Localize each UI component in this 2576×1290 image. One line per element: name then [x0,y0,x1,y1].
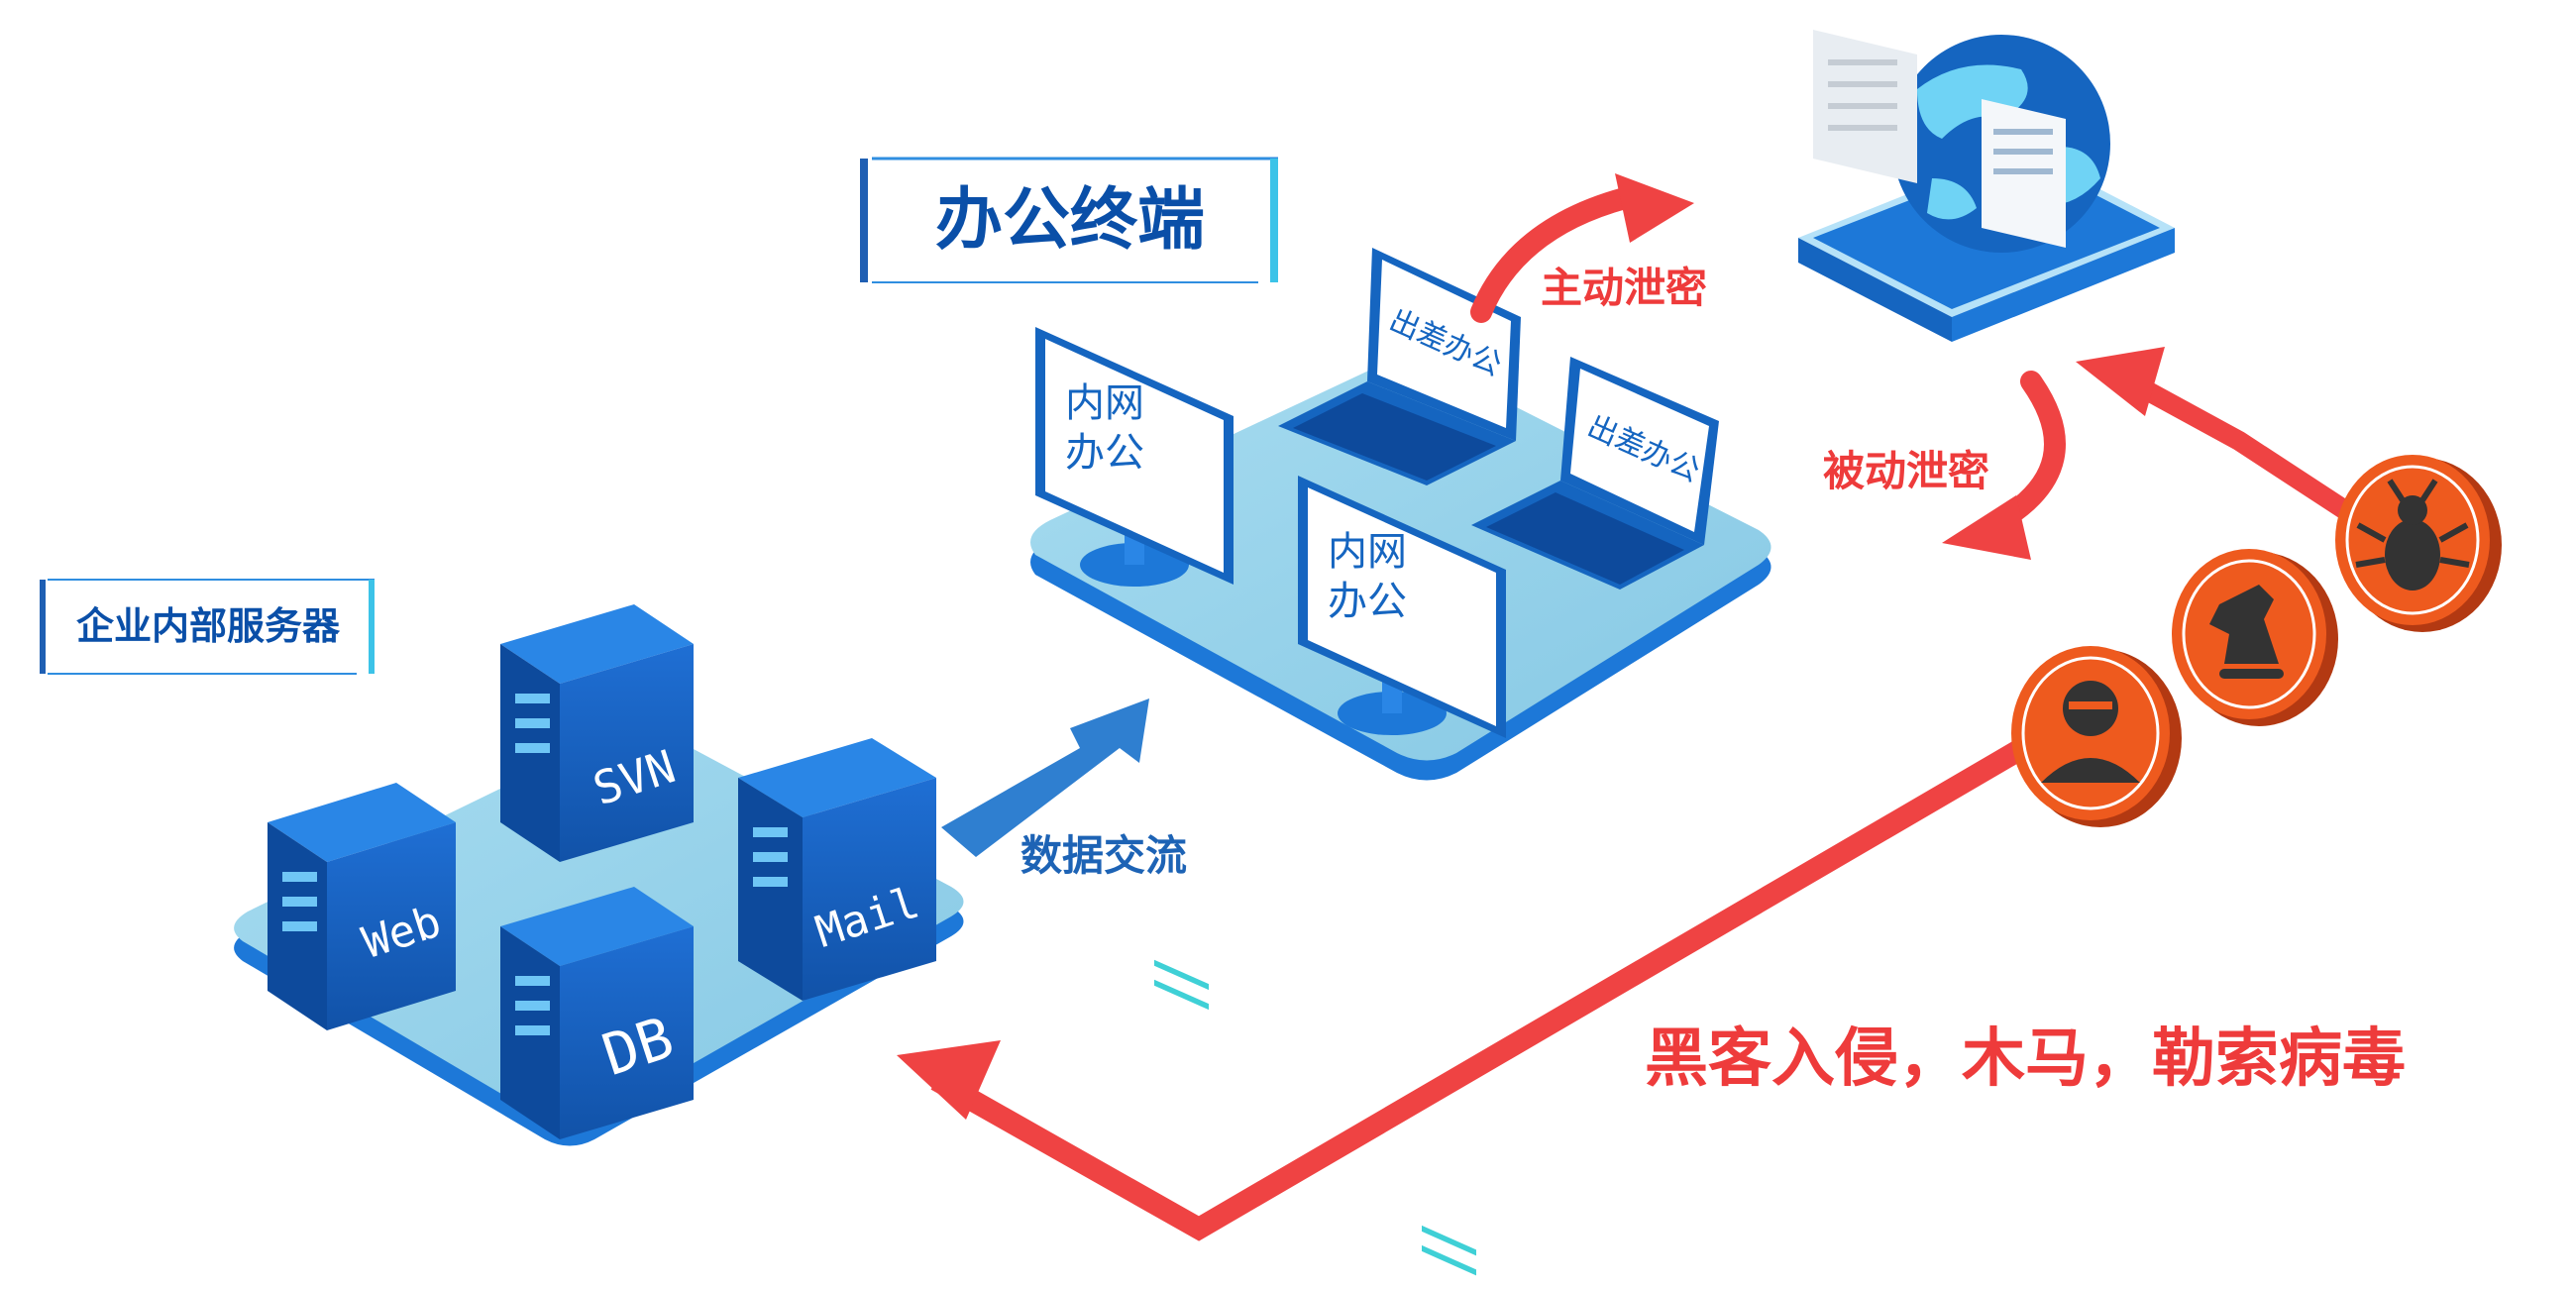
intranet-monitor-2: 内网 办公 [1298,476,1506,1276]
server-db: DB [500,887,694,1139]
server-mail: Mail [738,738,936,1001]
trojan-horse-icon [2172,549,2338,726]
threat-attack-path [897,347,2374,1241]
data-exchange-arrow [941,699,1149,857]
travel-laptop-2: 出差办公 [1471,357,1719,590]
monitor-1-line-2: 办公 [1065,430,1144,476]
passive-leak-label: 被动泄密 [1823,447,1989,495]
passive-leak-arrow [1942,371,2066,560]
monitor-2-line-2: 办公 [1328,579,1407,624]
active-leak-label: 主动泄密 [1541,264,1707,312]
monitor-2-line-1: 内网 [1328,529,1407,575]
enterprise-servers-title-text: 企业内部服务器 [76,604,341,648]
active-leak-arrow [1470,173,1694,323]
hacker-icon [2011,646,2182,827]
intranet-monitor-1: 内网 办公 [1035,327,1234,1011]
threats-label: 黑客入侵，木马，勒索病毒 [1645,1022,2406,1096]
bug-virus-icon [2335,455,2502,632]
monitor-1-line-1: 内网 [1065,380,1144,426]
office-terminal-title-text: 办公终端 [935,181,1205,260]
data-exchange-label: 数据交流 [1020,831,1187,880]
server-web: Web [268,783,456,1030]
office-terminal-title: 办公终端 [860,157,1278,283]
document-icon [1813,30,2066,248]
enterprise-servers-title: 企业内部服务器 [40,579,376,675]
server-svn: SVN [500,604,694,862]
travel-laptop-1: 出差办公 [1278,248,1521,485]
